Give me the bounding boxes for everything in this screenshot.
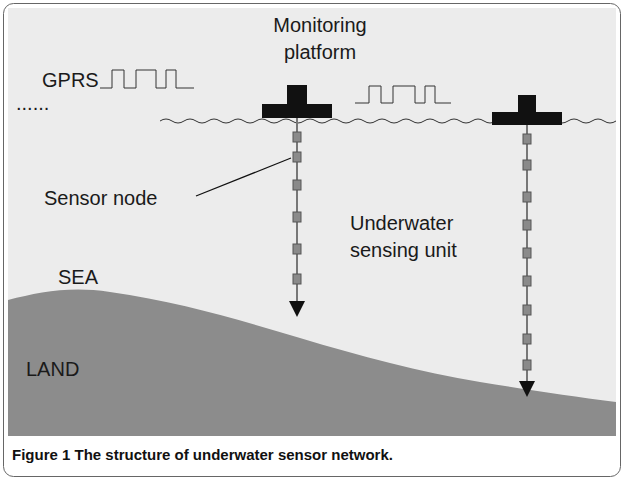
platform-top — [287, 85, 307, 104]
sensor-node-symbol — [523, 160, 531, 170]
signal-wave — [100, 70, 194, 88]
anchor-arrow — [519, 381, 535, 397]
platform-base — [492, 112, 562, 125]
land-shape — [8, 290, 616, 436]
label-text: Underwater sensing unit — [350, 210, 500, 264]
sensor-node-symbol — [523, 305, 531, 315]
sensor-node-symbol — [523, 220, 531, 230]
anchor-arrow — [289, 301, 305, 317]
label-text: SEA — [58, 264, 138, 291]
sensor-node-symbol — [293, 132, 301, 142]
sensor-node-symbol — [293, 244, 301, 254]
sensor-node-symbol — [523, 360, 531, 370]
label-text: LAND — [26, 356, 126, 383]
sensor-node-symbol — [293, 212, 301, 222]
sea-ground — [8, 8, 616, 436]
platform-top — [518, 95, 536, 112]
signal-wave — [355, 86, 451, 103]
figure-caption: Figure 1 The structure of underwater sen… — [12, 446, 393, 463]
sensor-node-symbol — [523, 334, 531, 344]
sensor-node-symbol — [523, 276, 531, 286]
sensor-node-symbol — [293, 274, 301, 284]
sensor-node-symbol — [293, 152, 301, 162]
label-text: ...... — [16, 90, 96, 117]
leader-line — [196, 158, 291, 196]
sensor-node-symbol — [523, 134, 531, 144]
sensor-node-symbol — [523, 248, 531, 258]
platform-base — [262, 104, 332, 118]
label-text: GPRS — [42, 67, 122, 94]
sensor-node-symbol — [523, 192, 531, 202]
frame — [4, 4, 621, 477]
sensor-node-symbol — [293, 180, 301, 190]
label-text: Monitoring platform — [250, 12, 390, 66]
label-text: Sensor node — [44, 185, 194, 212]
